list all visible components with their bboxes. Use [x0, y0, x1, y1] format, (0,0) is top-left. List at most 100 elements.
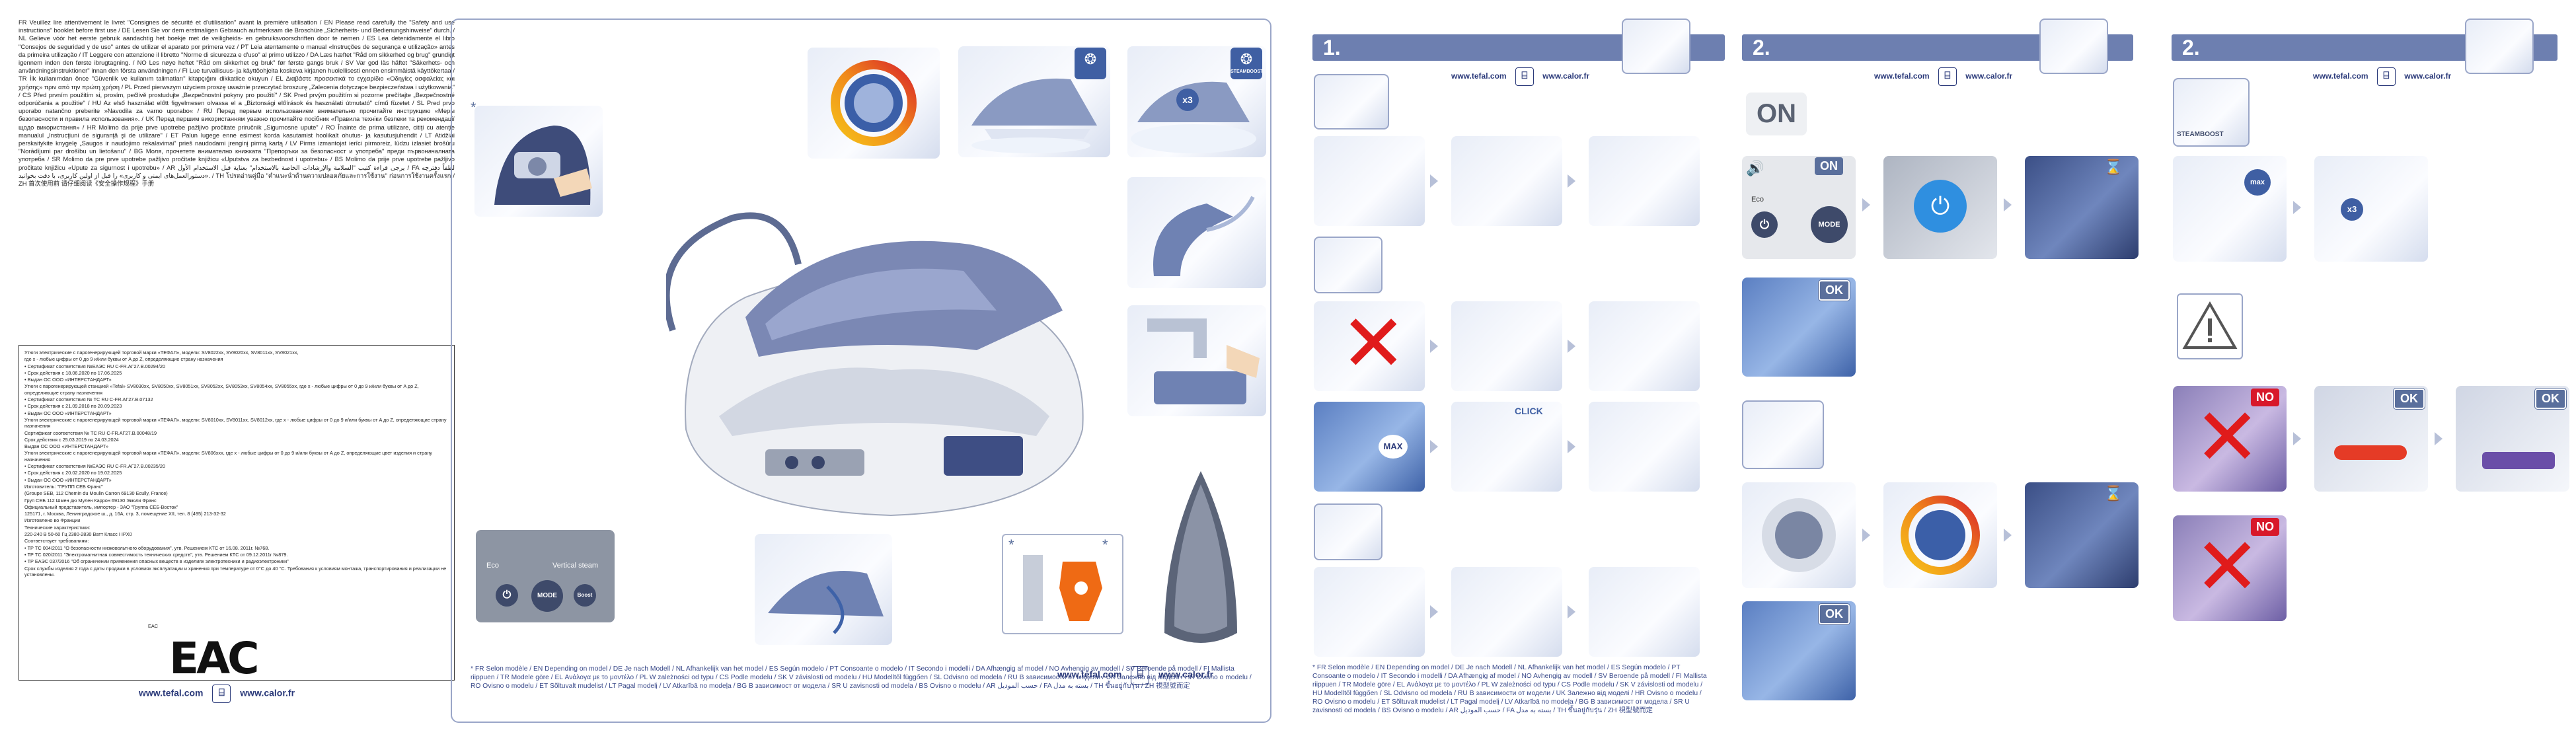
calor-link[interactable]: www.calor.fr [1542, 71, 1590, 81]
prohibited-x-icon: ✕ [1340, 301, 1407, 388]
mode-button[interactable]: MODE [1811, 206, 1848, 243]
legal-line: Соответствует требованиям: [24, 538, 89, 544]
arrow-right-icon [1568, 174, 1575, 188]
lock-accessory-drawing [1023, 555, 1102, 621]
optional-star: * [1008, 537, 1014, 553]
legal-line: • Выдан ОС ООО «ИНТЕРСТАНДАРТ» [24, 476, 112, 483]
power-on-icon: ⏻ [1914, 180, 1967, 233]
legal-line: • Сертификат соответствия №ЕАЭС RU С-FR.… [24, 463, 165, 470]
step-1-tap-water [1451, 301, 1562, 391]
legal-line: Изготовлено во Франции [24, 517, 81, 524]
power-button[interactable]: ⏻ [1751, 211, 1778, 238]
tefal-link[interactable]: www.tefal.com [139, 687, 204, 698]
hot-soleplate-glow [2334, 445, 2407, 460]
vertical-steam-illustration [1127, 177, 1266, 288]
arrow-right-icon [1568, 605, 1575, 618]
web-links-step1: www.tefal.com ⌸ www.calor.fr [1451, 67, 1589, 86]
legal-line: Срок действия с 25.03.2019 по 24.03.2024 [24, 436, 119, 443]
step-2-power-on: ⏻ [1883, 156, 1997, 259]
steamboost-badge-label: STEAMBOOST [1231, 69, 1264, 74]
click-label: CLICK [1515, 406, 1543, 416]
water-tank-cap-illustration [474, 106, 603, 217]
arrow-right-icon [1430, 340, 1438, 353]
legal-line: • ТР ТС 004/2011 "О безопасности низково… [24, 544, 270, 551]
decalc-drawing [768, 571, 884, 634]
phone-tablet-icon: ⌸ [1515, 67, 1534, 86]
steam-iron-drawing [971, 78, 1097, 153]
temperature-ring-drawing [831, 60, 917, 146]
dial-drawing [1762, 498, 1836, 572]
legal-certification-box: Утюги электрические с парогенерирующей т… [19, 345, 455, 681]
hourglass-icon: ⌛ [2104, 159, 2123, 175]
step-1-iron-lift [1451, 567, 1562, 657]
max-badge: max [2244, 169, 2271, 196]
step-3-hot-soleplate: OK [2314, 386, 2428, 492]
no-tag: NO [2251, 389, 2279, 406]
step-1-unlock-iron [1314, 567, 1425, 657]
web-links-left: www.tefal.com ⌸ www.calor.fr [139, 685, 295, 703]
step-2-thumb [2039, 19, 2108, 74]
soleplate-illustration [1151, 468, 1250, 658]
legal-line: • Выдан ОС ООО «ИНТЕРСТАНДАРТ» [24, 410, 112, 416]
steamboost-thumb: STEAMBOOST [2173, 78, 2250, 147]
calor-link[interactable]: www.calor.fr [1158, 669, 1214, 680]
step-3-steam-burst: x3 [2314, 156, 2428, 262]
legal-line: • Срок действия с 20.02.2020 по 19.02.20… [24, 470, 122, 476]
tefal-link[interactable]: www.tefal.com [2313, 71, 2368, 81]
calor-link[interactable]: www.calor.fr [2404, 71, 2452, 81]
steam-station-main-illustration [663, 198, 1116, 529]
legal-line: Утюги электрические с парогенерирующей т… [24, 350, 299, 355]
decalc-cassette-illustration [755, 534, 892, 645]
steamboost-iron-illustration: ❂ STEAMBOOST x3 [1127, 46, 1266, 157]
legal-line: • Сертификат соответствия №ЕАЭС RU С-FR.… [24, 363, 165, 369]
step-1-fill-tap [1589, 136, 1700, 226]
eco-label: Eco [1751, 196, 1764, 204]
legal-line: Выдан ОС ООО «ИНТЕРСТАНДАРТ» [24, 443, 109, 450]
step-1-no-additives: ✕ [1314, 301, 1425, 391]
step-1-cap-thumb [1314, 503, 1383, 560]
legal-line: • ТР ТС 020/2011 "Электромагнитная совме… [24, 551, 288, 558]
legal-line: Утюги электрические с парогенерирующей т… [24, 450, 432, 463]
legal-line: • Срок действия с 21.09.2018 по 20.09.20… [24, 403, 122, 410]
mode-button[interactable]: MODE [531, 580, 563, 612]
calor-link[interactable]: www.calor.fr [240, 687, 295, 698]
step-2-drain-thumb [1742, 400, 1824, 469]
step-1-tank-closed [1589, 402, 1700, 492]
tefal-link[interactable]: www.tefal.com [1057, 669, 1122, 680]
step-3-no-fabric: NO ✕ [2173, 386, 2287, 492]
legal-line: Груп СЕБ 112 Шмен дю Мулен Каррон 69130 … [24, 497, 157, 503]
legal-line: Технические характеристики: [24, 524, 91, 531]
step-1-max-level: MAX [1314, 402, 1425, 492]
eco-label: Eco [486, 562, 499, 570]
arrow-right-icon [2435, 432, 2443, 445]
eac-mark: EAC [148, 623, 159, 629]
tefal-link[interactable]: www.tefal.com [1874, 71, 1930, 81]
legal-line: 125171, г. Москва, Ленинградское ш., д. … [24, 511, 226, 517]
power-button[interactable]: ⏻ [496, 584, 518, 607]
panel-footnote: * FR Selon modèle / EN Depending on mode… [471, 665, 1252, 690]
optional-star: * [1102, 537, 1108, 553]
arrow-right-icon [1862, 198, 1870, 211]
step-3-steam-dial: max [2173, 156, 2287, 262]
legal-line: • ТР ЕАЭС 037/2016 "Об ограничении приме… [24, 558, 289, 565]
legal-line: 220-240 В 50-60 Гц 2380-2830 Ватт Класс … [24, 531, 132, 538]
steamboost-icon: ❂ [1240, 51, 1253, 67]
step-1-water-thumb [1314, 237, 1383, 293]
tefal-link[interactable]: www.tefal.com [1451, 71, 1507, 81]
warning-box [2177, 293, 2243, 359]
phone-tablet-icon: ⌸ [2376, 67, 2396, 86]
steam-drops-icon: ❂ [1084, 51, 1097, 67]
arrow-right-icon [2004, 198, 2012, 211]
refill-tap-illustration [1127, 305, 1266, 416]
max-level-badge: MAX [1379, 435, 1408, 459]
step-3-thumb [2465, 19, 2534, 74]
calor-link[interactable]: www.calor.fr [1965, 71, 2013, 81]
vertical-steam-drawing [1153, 196, 1255, 276]
speaker-icon: 🔊 [1746, 160, 1764, 176]
boost-button[interactable]: Boost [574, 584, 596, 607]
arrow-right-icon [2293, 432, 2301, 445]
refill-tap-drawing [1147, 318, 1260, 404]
phone-tablet-icon: ⌸ [1131, 666, 1150, 685]
vertical-steam-label: Vertical steam [552, 562, 599, 570]
ok-tag: OK [1819, 604, 1850, 624]
